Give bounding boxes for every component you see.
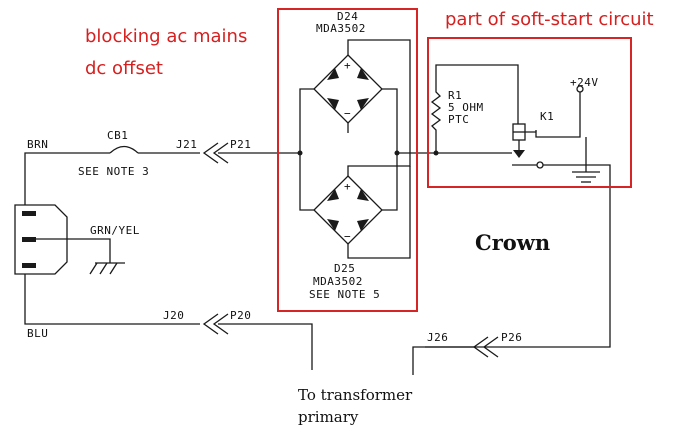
svg-text:−: − <box>344 107 351 120</box>
blu-label: BLU <box>27 327 48 340</box>
brn-label: BRN <box>27 138 48 151</box>
d24-ref: D24 <box>337 10 358 23</box>
ground-earth <box>36 238 125 275</box>
j20-label: J20 <box>163 309 184 322</box>
r1-type: PTC <box>448 113 469 126</box>
d25-note: SEE NOTE 5 <box>309 288 380 301</box>
cb1-note: SEE NOTE 3 <box>78 165 149 178</box>
svg-text:−: − <box>344 230 351 243</box>
brn-wire <box>24 145 200 205</box>
blocking-annotation-line2: dc offset <box>85 58 163 79</box>
d25-ref: D25 <box>334 262 355 275</box>
j21-label: J21 <box>176 138 197 151</box>
k1-relay <box>425 85 611 348</box>
transformer-note-line2: primary <box>298 408 359 426</box>
cb1-label: CB1 <box>107 129 128 142</box>
bridge-d24: + − <box>299 39 411 153</box>
blocking-annotation-line1: blocking ac mains <box>85 26 247 47</box>
supply-label: +24V <box>570 76 599 89</box>
blocking-highlight-box <box>277 8 418 312</box>
d25-part: MDA3502 <box>313 275 363 288</box>
r1-ptc-resistor <box>430 64 519 153</box>
blu-wire <box>24 274 313 370</box>
transformer-note-line1: To transformer <box>298 386 413 404</box>
grn-yel-label: GRN/YEL <box>90 224 140 237</box>
svg-text:+: + <box>344 180 351 193</box>
r1-value: 5 OHM <box>448 101 484 114</box>
j26-p26-connector <box>412 336 499 375</box>
r1-ref: R1 <box>448 89 462 102</box>
d24-part: MDA3502 <box>316 22 366 35</box>
bridge-d25: + − <box>299 153 411 259</box>
brand-logo: Crown <box>475 230 550 255</box>
p26-label: P26 <box>501 331 522 344</box>
k1-ref: K1 <box>540 110 554 123</box>
svg-text:+: + <box>344 59 351 72</box>
p21-label: P21 <box>230 138 251 151</box>
p20-label: P20 <box>230 309 251 322</box>
j21-p21-connector <box>202 142 300 164</box>
j26-label: J26 <box>427 331 448 344</box>
softstart-annotation: part of soft-start circuit <box>445 9 654 30</box>
ac-inlet <box>14 204 68 275</box>
softstart-highlight-box <box>427 37 632 188</box>
